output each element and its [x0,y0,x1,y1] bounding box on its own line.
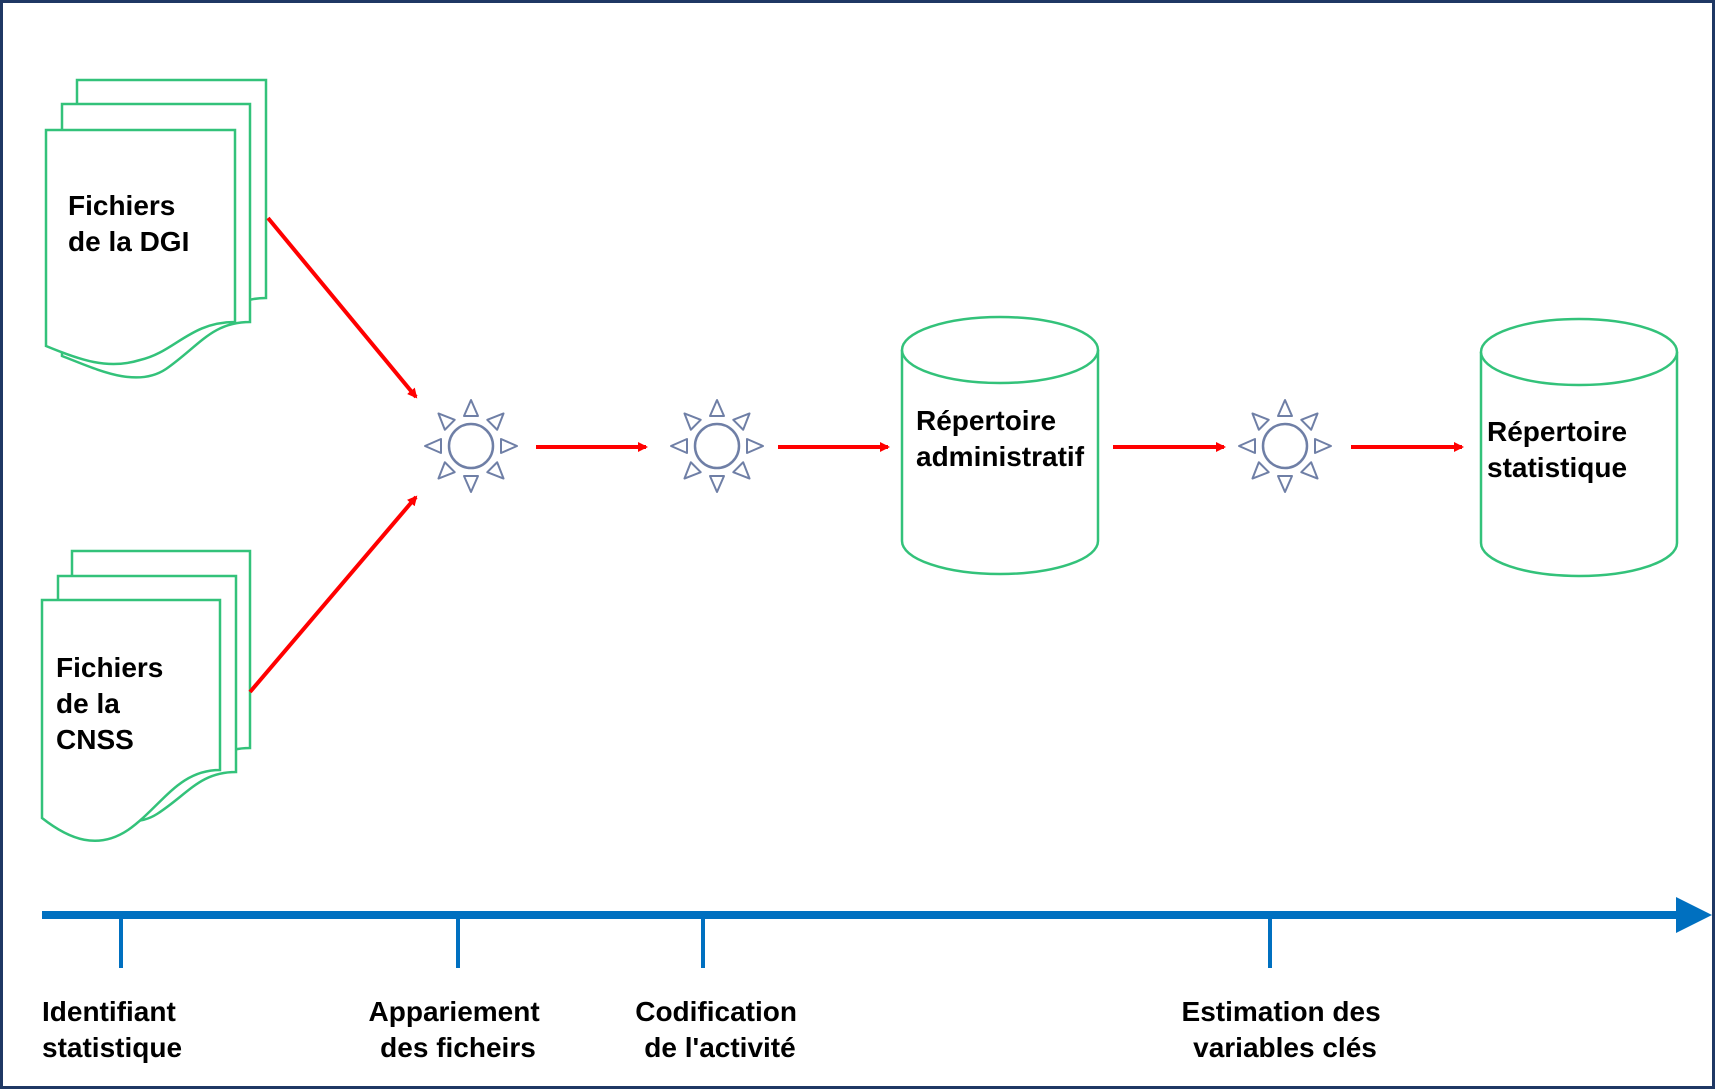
dgi-files-label: Fichiers de la DGI [68,190,189,257]
admin-repository-cylinder [900,315,1100,576]
step-label-estimation: Estimation des variables clés [1182,996,1389,1063]
dgi-files-stack [44,78,268,379]
stat-repository-cylinder [1479,317,1679,578]
step-label-identifiant: Identifiant statistique [42,996,184,1063]
step-label-codification: Codification de l'activité [635,996,805,1063]
arrow-dgi-to-matching [266,216,418,399]
timeline [42,897,1712,968]
flow-arrows [248,216,1464,694]
document-sheet [40,598,222,843]
step-label-appariement: Appariement des ficheirs [369,996,548,1063]
stat-repository-label: Répertoire statistique [1487,416,1635,483]
admin-repository-label: Répertoire administratif [916,405,1085,472]
timeline-arrowhead [1676,897,1712,933]
cnss-files-stack [40,549,252,843]
cnss-files-label: Fichiers de la CNSS [56,652,171,755]
process-sun-icon [1237,398,1333,494]
arrow-cnss-to-matching [248,495,418,694]
process-sun-icon [423,398,519,494]
process-sun-icon [669,398,765,494]
document-sheet [44,128,237,366]
